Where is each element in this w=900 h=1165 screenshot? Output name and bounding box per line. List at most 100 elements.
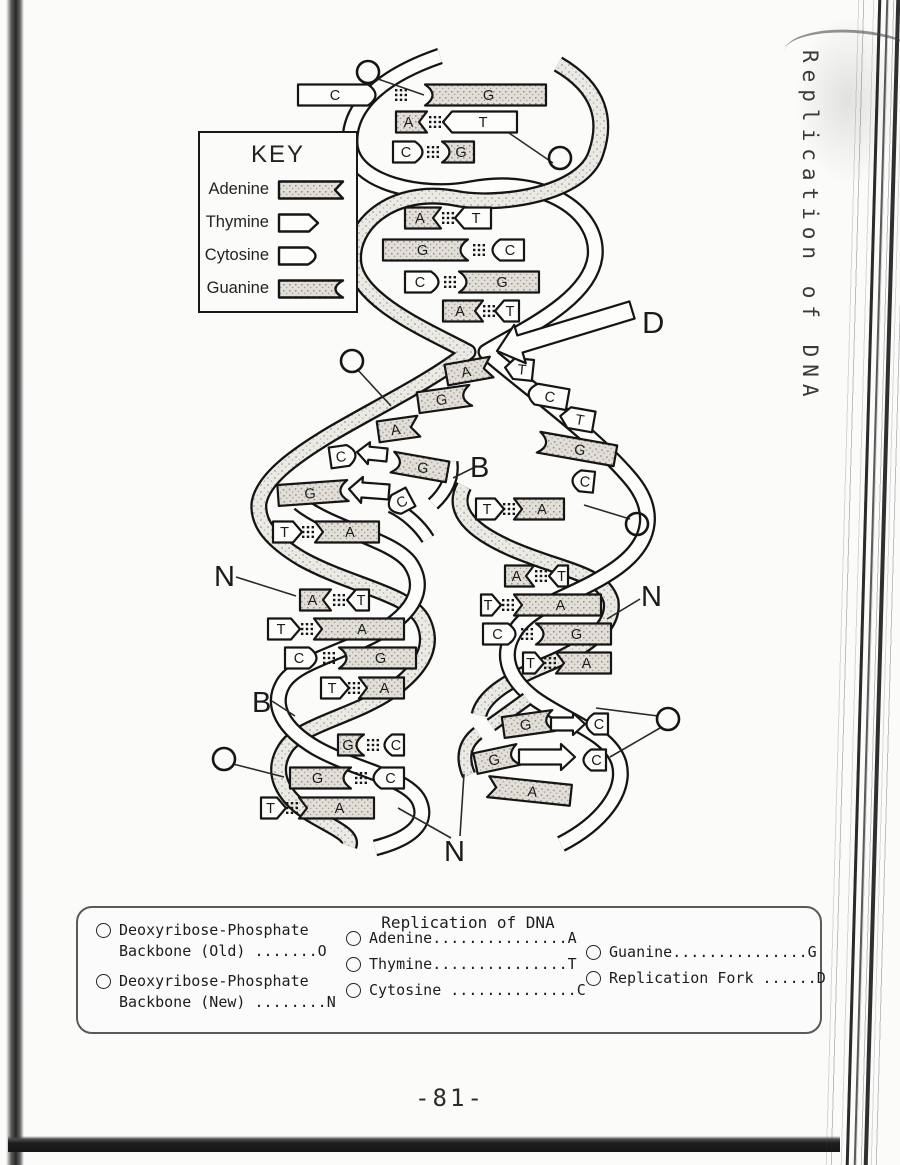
- hydrogen-bond-dot-cluster: [442, 212, 454, 224]
- direction-arrow: [517, 742, 577, 772]
- backbone-fragment: [457, 727, 483, 779]
- base-letter: T: [479, 115, 488, 131]
- base-letter: T: [483, 502, 492, 518]
- base-letter: A: [380, 681, 390, 697]
- backbone-fragment: [486, 692, 532, 732]
- base-letter: A: [582, 656, 592, 672]
- legend-item: Guanine...............G: [586, 942, 826, 963]
- base-band-G: G: [288, 766, 353, 790]
- legend-bullet-circle: [96, 974, 111, 989]
- base-band-T: T: [547, 564, 570, 588]
- key-entry-label: Thymine: [205, 213, 269, 231]
- base-letter: A: [390, 422, 402, 439]
- key-entry-cytosine: Cytosine: [200, 243, 348, 268]
- base-letter: T: [484, 598, 493, 614]
- key-entry-label: Guanine: [206, 279, 269, 297]
- legend-bullet-circle: [586, 971, 601, 986]
- leader-lines: [232, 78, 661, 839]
- base-letter: G: [571, 627, 582, 643]
- base-letter: G: [375, 651, 386, 667]
- hydrogen-bond-dot-cluster: [427, 146, 439, 158]
- hydrogen-bond-dots: [286, 89, 556, 814]
- hydrogen-bond-dot-cluster: [521, 628, 533, 640]
- base-band-G: G: [535, 430, 619, 468]
- base-letter: C: [543, 389, 556, 407]
- base-letter: G: [573, 442, 587, 460]
- base-band-T: T: [493, 299, 521, 323]
- base-letter: T: [357, 593, 366, 609]
- leader-line: [606, 598, 641, 620]
- base-letter: A: [357, 622, 367, 638]
- label-N: N: [444, 836, 465, 868]
- base-letter: A: [415, 211, 425, 227]
- base-letter: A: [345, 525, 355, 541]
- key-shape-C: [277, 245, 317, 266]
- base-letter: G: [416, 460, 430, 478]
- legend-item-text: Adenine...............A: [369, 929, 577, 947]
- base-band-C: C: [372, 766, 406, 790]
- base-letter: T: [526, 656, 535, 672]
- leader-line: [583, 504, 631, 520]
- base-letter: G: [487, 752, 501, 770]
- base-band-T: T: [345, 588, 371, 612]
- hydrogen-bond-dot-cluster: [535, 570, 547, 582]
- hydrogen-bond-dot-cluster: [483, 305, 495, 317]
- base-band-T: T: [474, 497, 506, 521]
- base-band-C: C: [296, 83, 377, 107]
- leader-line: [508, 132, 554, 164]
- base-band-A: A: [394, 110, 429, 134]
- label-B: B: [470, 452, 489, 484]
- base-band-A: A: [503, 564, 536, 588]
- base-letter: C: [505, 243, 515, 259]
- label-N: N: [641, 581, 662, 613]
- base-band-A: A: [512, 497, 566, 521]
- base-letter: T: [277, 622, 286, 638]
- base-band-A: A: [312, 617, 406, 641]
- base-band-G: G: [389, 450, 451, 484]
- base-letter: C: [492, 627, 502, 643]
- base-band-G: G: [534, 622, 613, 646]
- base-band-G: G: [415, 383, 474, 415]
- base-letter: G: [435, 392, 448, 409]
- base-letter: A: [308, 593, 318, 609]
- base-band-A: A: [313, 520, 381, 544]
- base-letter: T: [574, 412, 586, 429]
- base-letter: C: [385, 771, 395, 787]
- base-band-C: C: [582, 748, 608, 772]
- label-O-circle: [547, 145, 573, 171]
- base-band-G: G: [472, 743, 522, 775]
- legend-item-text: Replication Fork ......D: [609, 969, 826, 987]
- base-band-T: T: [559, 406, 597, 434]
- leader-line: [235, 576, 297, 597]
- base-letter: C: [594, 717, 604, 733]
- base-letter: G: [304, 486, 316, 503]
- key-entry-thymine: Thymine: [200, 210, 348, 235]
- base-band-C: C: [571, 469, 597, 494]
- base-letter: T: [506, 304, 515, 320]
- base-letter: C: [415, 275, 425, 291]
- base-band-C: C: [391, 140, 424, 164]
- direction-arrows: [347, 300, 636, 772]
- key-title: KEY: [250, 141, 306, 168]
- direction-arrow: [549, 711, 587, 737]
- scan-corner-shadow: [795, 15, 900, 185]
- legend-bullet-circle: [346, 957, 361, 972]
- base-band-G: G: [276, 478, 350, 508]
- base-band-T: T: [266, 617, 302, 641]
- label-N: N: [214, 561, 235, 593]
- base-band-G: G: [440, 140, 476, 164]
- base-letter: G: [342, 738, 353, 754]
- leader-line: [356, 368, 392, 407]
- hydrogen-bond-dot-cluster: [286, 802, 298, 814]
- base-letter: A: [404, 115, 414, 131]
- key-shape-A: [277, 179, 345, 200]
- base-band-G: G: [336, 733, 366, 757]
